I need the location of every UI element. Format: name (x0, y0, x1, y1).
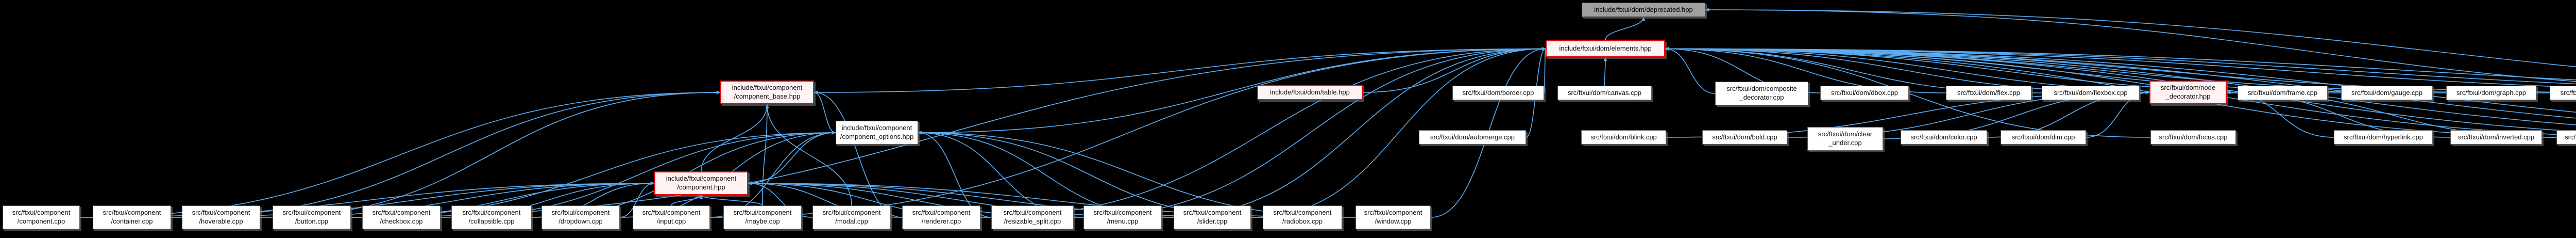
graph-node-blink[interactable]: src/ftxui/dom/blink.cpp (1581, 130, 1666, 145)
graph-edge-paragraph-to-deprecated (1705, 8, 2576, 82)
graph-edge-hoverable-to-component_base (260, 90, 721, 218)
graph-edge-dropdown-to-component_hpp (619, 181, 655, 218)
graph-edge-component_hpp-to-component_options (748, 131, 836, 184)
graph-node-elements[interactable]: include/ftxui/dom/elements.hpp (1546, 40, 1665, 57)
graph-node-input[interactable]: src/ftxui/component /input.cpp (633, 205, 710, 229)
graph-edge-modal-to-component_base (765, 104, 852, 206)
graph-node-gridbox[interactable]: src/ftxui/dom/gridbox.cpp (2550, 86, 2576, 100)
graph-edge-component_options-to-elements (918, 47, 1546, 133)
graph-edge-menu-to-component_options (918, 131, 1084, 218)
graph-edge-text_cpp-to-elements (1665, 47, 2576, 81)
graph-edge-resizable_split-to-elements (1073, 47, 1546, 218)
graph-edge-button-to-component_options (350, 131, 836, 218)
graph-edge-checkbox-to-component_options (440, 131, 836, 218)
graph-node-dbox[interactable]: src/ftxui/dom/dbox.cpp (1820, 86, 1909, 100)
graph-node-component_options[interactable]: include/ftxui/component /component_optio… (836, 121, 918, 145)
graph-node-component_hpp[interactable]: include/ftxui/component /component.hpp (654, 171, 748, 195)
graph-node-component_base[interactable]: include/ftxui/component /component_base.… (720, 81, 814, 104)
graph-edge-component_hpp-to-component_base (701, 104, 769, 172)
graph-node-inverted[interactable]: src/ftxui/dom/inverted.cpp (2450, 130, 2542, 145)
graph-node-button[interactable]: src/ftxui/component /button.cpp (273, 205, 351, 229)
graph-node-deprecated: include/ftxui/dom/deprecated.hpp (1582, 3, 1705, 17)
graph-node-node_decorator[interactable]: src/ftxui/dom/node _decorator.hpp (2149, 81, 2227, 104)
graph-node-menu[interactable]: src/ftxui/component /menu.cpp (1083, 205, 1162, 229)
graph-node-clear_under[interactable]: src/ftxui/dom/clear _under.cpp (1807, 127, 1883, 151)
graph-node-checkbox[interactable]: src/ftxui/component /checkbox.cpp (362, 205, 440, 229)
graph-node-radiobox[interactable]: src/ftxui/component /radiobox.cpp (1263, 205, 1342, 229)
graph-node-canvas_cpp[interactable]: src/ftxui/dom/canvas.cpp (1557, 86, 1652, 100)
graph-node-maybe[interactable]: src/ftxui/component /maybe.cpp (723, 205, 802, 229)
graph-edge-resizable_split-to-component_options (918, 131, 992, 218)
graph-edge-button-to-elements (350, 47, 1546, 218)
graph-node-window[interactable]: src/ftxui/component /window.cpp (1355, 205, 1431, 229)
graph-node-renderer[interactable]: src/ftxui/component /renderer.cpp (902, 205, 980, 229)
graph-node-composite[interactable]: src/ftxui/dom/composite _decorator.cpp (1715, 82, 1808, 105)
graph-edge-window-to-component_options (918, 131, 1356, 218)
graph-edge-component_cpp-to-component_base (79, 90, 721, 218)
graph-node-dim[interactable]: src/ftxui/dom/dim.cpp (2001, 130, 2086, 145)
graph-node-hoverable[interactable]: src/ftxui/component /hoverable.cpp (182, 205, 260, 229)
graph-node-slider[interactable]: src/ftxui/component /slider.cpp (1174, 205, 1251, 229)
graph-edge-paragraph-to-elements (1665, 47, 2576, 88)
graph-node-table_hpp[interactable]: include/ftxui/dom/table.hpp (1257, 85, 1363, 100)
graph-node-collapsible[interactable]: src/ftxui/component /collapsible.cpp (451, 205, 532, 229)
graph-node-color_cpp[interactable]: src/ftxui/dom/color.cpp (1901, 130, 1987, 145)
graph-edge-maybe-to-component_hpp (699, 195, 763, 206)
graph-node-component_cpp[interactable]: src/ftxui/component /component.cpp (3, 205, 80, 229)
graph-node-focus[interactable]: src/ftxui/dom/focus.cpp (2150, 130, 2236, 145)
graph-edge-maybe-to-component_base (762, 104, 769, 206)
graph-edge-renderer-to-component_base (814, 90, 903, 218)
graph-node-border[interactable]: src/ftxui/dom/border.cpp (1452, 86, 1544, 100)
graph-node-container[interactable]: src/ftxui/component /container.cpp (93, 205, 171, 229)
graph-node-flex[interactable]: src/ftxui/dom/flex.cpp (1946, 86, 2031, 100)
graph-node-bold[interactable]: src/ftxui/dom/bold.cpp (1702, 130, 1787, 145)
graph-node-flexbox[interactable]: src/ftxui/dom/flexbox.cpp (2042, 86, 2140, 100)
graph-node-gauge[interactable]: src/ftxui/dom/gauge.cpp (2341, 86, 2433, 100)
graph-node-italic[interactable]: src/ftxui/dom/italic.cpp (2556, 130, 2576, 145)
graph-edge-modal-to-component_hpp (748, 181, 813, 218)
graph-node-dropdown[interactable]: src/ftxui/component /dropdown.cpp (541, 205, 620, 229)
graph-edge-elements-to-deprecated (1605, 17, 1646, 41)
graph-node-graph_cpp[interactable]: src/ftxui/dom/graph.cpp (2446, 86, 2536, 100)
graph-edge-composite-to-elements (1665, 47, 1716, 94)
graph-node-modal[interactable]: src/ftxui/component /modal.cpp (812, 205, 891, 229)
graph-node-hyperlink[interactable]: src/ftxui/dom/hyperlink.cpp (2334, 130, 2433, 145)
graph-edge-input-to-component_hpp (671, 195, 703, 206)
graph-node-automerge[interactable]: src/ftxui/dom/automerge.cpp (1419, 130, 1526, 145)
graph-edge-canvas_cpp-to-elements (1603, 57, 1607, 86)
graph-node-resizable_split[interactable]: src/ftxui/component /resizable_split.cpp (991, 205, 1074, 229)
graph-edge-reflect-to-elements (1665, 47, 2576, 85)
graph-edge-component_base-to-elements (814, 47, 1546, 93)
graph-edge-component_options-to-component_base (814, 90, 836, 133)
graph-node-frame[interactable]: src/ftxui/dom/frame.cpp (2238, 86, 2328, 100)
graph-edge-text_cpp-to-deprecated (1705, 8, 2576, 68)
